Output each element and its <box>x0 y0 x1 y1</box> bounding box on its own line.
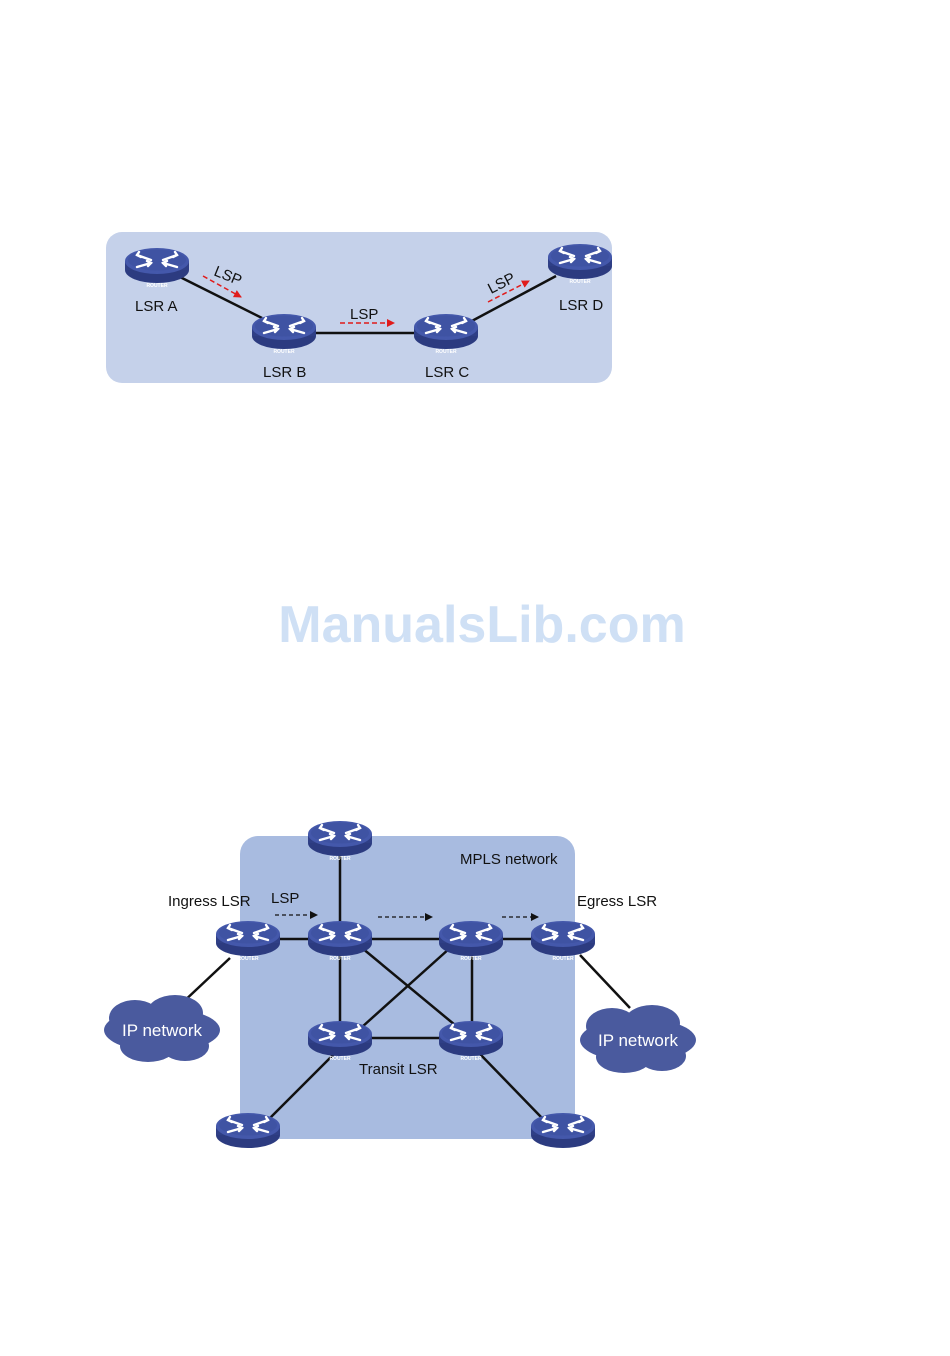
router-label-lsr-a: LSR A <box>135 298 178 315</box>
diagram-2: MPLS network LSP ROUTER ROUTER ROUTER RO… <box>104 821 696 1154</box>
lsp-label-2: LSP <box>350 306 378 323</box>
transit-lsr-label: Transit LSR <box>359 1061 438 1078</box>
svg-text:ROUTER: ROUTER <box>329 856 351 862</box>
ip-network-label: IP network <box>122 1021 203 1040</box>
router-label-lsr-c: LSR C <box>425 364 469 381</box>
svg-text:ROUTER: ROUTER <box>329 1056 351 1062</box>
ingress-lsr-label: Ingress LSR <box>168 893 251 910</box>
lsp-label: LSP <box>271 890 299 907</box>
svg-text:ROUTER: ROUTER <box>460 1056 482 1062</box>
watermark: ManualsLib.com <box>278 596 685 654</box>
router-label-lsr-d: LSR D <box>559 297 603 314</box>
ip-network-cloud-right: IP network <box>580 1005 696 1073</box>
ip-network-cloud-left: IP network <box>104 995 220 1062</box>
egress-lsr-label: Egress LSR <box>577 893 657 910</box>
svg-text:ROUTER: ROUTER <box>435 349 457 355</box>
mpls-network-label: MPLS network <box>460 851 558 868</box>
diagram-1: LSP LSP LSP ROUTER ROUTER ROUTER ROUTER … <box>106 232 612 383</box>
router-icon: ROUTER <box>531 1113 595 1154</box>
router-icon: ROUTER <box>216 1113 280 1154</box>
svg-text:ROUTER: ROUTER <box>329 956 351 962</box>
svg-text:ROUTER: ROUTER <box>237 1148 259 1154</box>
svg-text:ROUTER: ROUTER <box>460 956 482 962</box>
svg-text:ROUTER: ROUTER <box>237 956 259 962</box>
svg-text:ROUTER: ROUTER <box>273 349 295 355</box>
ip-network-label: IP network <box>598 1031 679 1050</box>
svg-text:ROUTER: ROUTER <box>569 279 591 285</box>
router-label-lsr-b: LSR B <box>263 364 306 381</box>
svg-text:ROUTER: ROUTER <box>552 1148 574 1154</box>
svg-text:ROUTER: ROUTER <box>146 283 168 289</box>
link <box>580 955 630 1008</box>
svg-text:ROUTER: ROUTER <box>552 956 574 962</box>
